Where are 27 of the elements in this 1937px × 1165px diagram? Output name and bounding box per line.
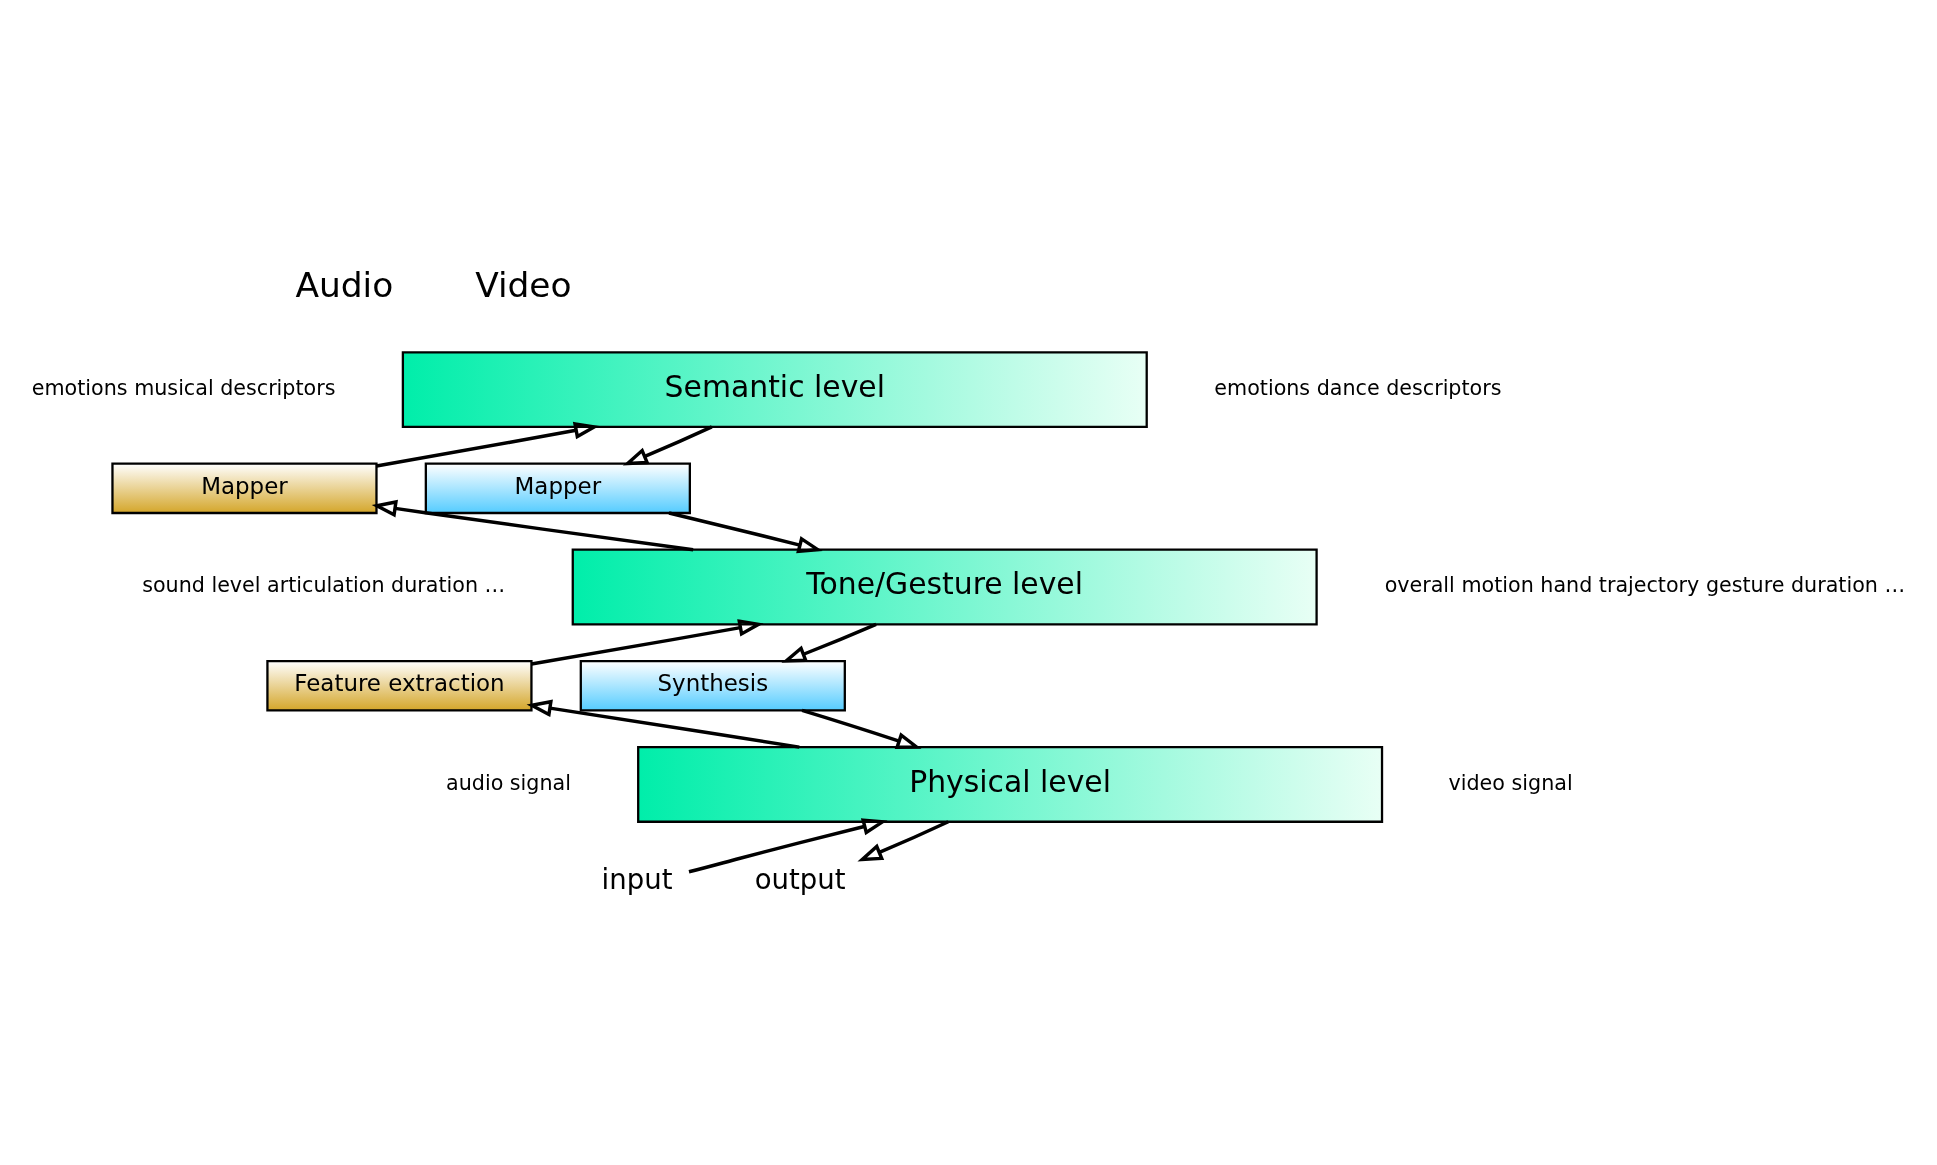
arrow [371,499,694,551]
arrow [531,618,764,666]
arrow [857,819,949,861]
node-box: Tone/Gesture level [571,548,1318,625]
arrow [688,817,888,873]
node-box: Feature extraction [266,659,533,712]
label: video signal [1448,770,1573,794]
node-text: output [754,862,846,895]
arrow [781,622,877,663]
label: Audio [295,264,394,305]
arrow [622,424,713,465]
label: Video [475,264,572,305]
label: overall motion hand trajectory gesture duration … [1384,572,1906,597]
arrow [526,699,800,749]
arrow [801,708,922,749]
node-box: Mapper [424,461,691,514]
node-box: Synthesis [579,659,846,712]
label: audio signal [446,770,571,794]
node-box: Mapper [111,461,378,514]
label: sound level articulation duration … [142,572,506,597]
label: emotions musical descriptors [31,375,336,400]
node-box: Semantic level [401,350,1148,428]
node-text: input [601,862,673,895]
arrow [376,421,600,468]
node-box: Physical level [637,745,1384,823]
arrow [668,510,823,553]
label: emotions dance descriptors [1214,375,1502,400]
